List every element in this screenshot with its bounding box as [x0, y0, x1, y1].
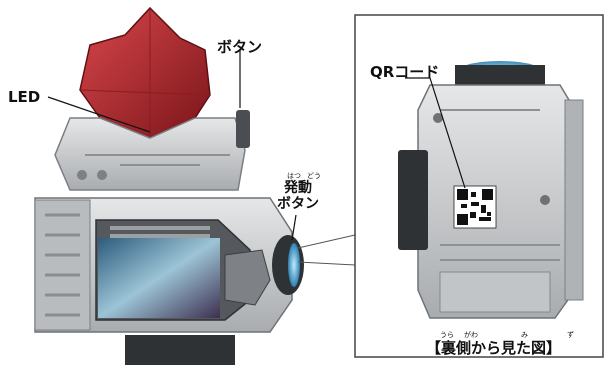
qr-code-label: QRコード	[370, 63, 440, 81]
back-view-ruby-mi: み	[521, 331, 528, 339]
qr-code-sticker	[453, 185, 497, 229]
activate-button-light	[288, 243, 300, 287]
housing-detail	[85, 154, 230, 166]
back-view-caption: 【裏側から見た図】	[426, 339, 562, 357]
back-lower-block	[439, 271, 551, 313]
leader-led	[47, 96, 151, 133]
back-top-collar	[455, 65, 545, 85]
back-right-rail	[564, 99, 584, 301]
grip-ridges	[45, 213, 80, 317]
side-button	[236, 110, 250, 148]
leader-qr	[405, 77, 466, 189]
back-view-ruby-zu: ず	[567, 331, 574, 339]
back-ridges	[440, 109, 560, 261]
back-screw	[540, 195, 550, 205]
back-view-ruby-ura: うら	[440, 331, 454, 339]
activate-ruby-hatsu: はつ	[287, 172, 301, 180]
zoom-line	[297, 234, 356, 249]
back-screw	[433, 113, 443, 123]
screw	[97, 170, 107, 180]
led-label: LED	[8, 88, 41, 106]
card-artwork	[98, 238, 220, 318]
activate-button-label-line2: ボタン	[277, 196, 319, 212]
screw	[77, 170, 87, 180]
back-side-grip	[398, 150, 428, 250]
back-view-ruby-gawa: がわ	[464, 331, 478, 339]
activate-button-label-line1: 発動	[284, 180, 312, 196]
window-shutters	[110, 226, 210, 238]
emblem-plate	[224, 249, 271, 306]
leader-activate	[291, 214, 297, 241]
crystal-facet	[79, 89, 211, 96]
zoom-line	[297, 261, 356, 266]
activate-ruby-dou: どう	[307, 172, 321, 180]
belt-clip	[125, 335, 235, 365]
left-grip	[34, 199, 91, 331]
button-label: ボタン	[217, 38, 263, 56]
